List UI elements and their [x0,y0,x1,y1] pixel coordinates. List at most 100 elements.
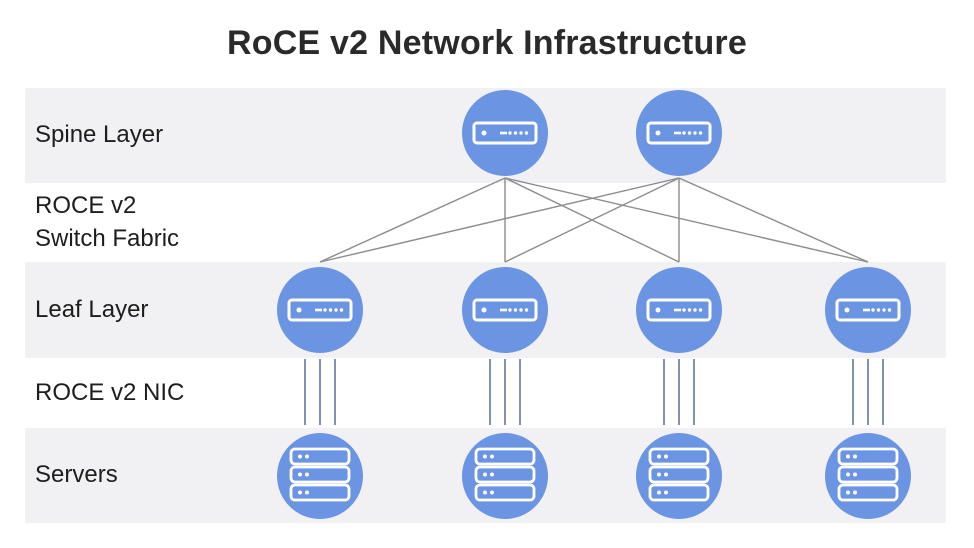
switch-port-dot [687,131,692,135]
server-unit [289,447,351,466]
server-unit [474,483,536,502]
server-led-dot [846,490,850,495]
switch-led-dot [655,307,661,313]
server-led-dot [657,490,661,495]
server-led-dot [664,490,668,495]
switch-port-dot [698,131,703,135]
switch-port-dash [674,131,681,135]
switch-port-dot [508,308,512,312]
switch-icon [472,298,538,322]
switch-port-dot [693,131,697,135]
server-unit [837,447,899,466]
switch-port-dot [323,308,327,312]
switch-port-dash [674,308,681,312]
switch-port-dot [887,308,892,312]
spine-leaf-link [504,177,680,263]
switch-port-dot [524,131,529,135]
server-unit [837,483,899,502]
spine-switch-node [462,90,548,176]
diagram-title: RoCE v2 Network Infrastructure [227,24,747,62]
switch-port-dot [519,308,523,312]
server-led-dot [298,454,302,459]
server-led-dot [664,454,668,459]
switch-led-dot [481,307,487,313]
node-circle [636,433,722,519]
switch-port-dot [693,308,697,312]
server-led-dot [846,454,850,459]
leaf-switch-node [277,267,363,353]
server-led-dot [657,472,661,477]
server-led-dot [305,454,309,459]
switch-icon [646,121,712,145]
server-unit [648,483,710,502]
node-circle [825,433,911,519]
switch-port-dot [682,308,686,312]
switch-icon [835,298,901,322]
spine-layer-label: Spine Layer [35,121,164,149]
switch-led-dot [481,130,487,136]
server-led-dot [490,490,494,495]
switch-port-dash [500,131,507,135]
leaf-server-links [304,359,884,425]
server-led-dot [664,472,668,477]
switch-port-dot [339,308,344,312]
switch-port-dot [334,308,338,312]
server-led-dot [483,472,487,477]
server-unit [648,447,710,466]
switch-port-dot [508,131,512,135]
switch-led-dot [655,130,661,136]
switch-port-dot [882,308,886,312]
roce-nic-label: ROCE v2 NIC [35,378,185,406]
switch-fabric-label: ROCE v2 Switch Fabric [35,192,180,252]
switch-port-dot [519,131,523,135]
server-unit [289,465,351,484]
server-node [825,433,911,519]
server-led-dot [305,490,309,495]
switch-port-dash [500,308,507,312]
server-led-dot [483,490,487,495]
switch-port-dot [328,308,333,312]
server-unit [648,465,710,484]
node-circle [277,433,363,519]
switch-port-dot [524,308,529,312]
switch-led-dot [844,307,850,313]
servers-label: Servers [35,461,118,489]
switch-port-dot [876,308,881,312]
spine-leaf-link [319,177,506,263]
spine-switch-node [636,90,722,176]
server-led-dot [853,454,857,459]
server-unit [474,447,536,466]
switch-port-dot [687,308,692,312]
server-led-dot [483,454,487,459]
switch-port-dash [863,308,870,312]
server-led-dot [298,490,302,495]
server-led-dot [298,472,302,477]
server-led-dot [853,490,857,495]
band-roce-nic: ROCE v2 NIC [25,358,946,428]
switch-port-dot [871,308,875,312]
server-unit [289,483,351,502]
band-switch-fabric: ROCE v2 Switch Fabric [25,183,946,262]
server-led-dot [490,472,494,477]
server-led-dot [490,454,494,459]
switch-port-dot [698,308,703,312]
leaf-switch-node [636,267,722,353]
server-unit [474,465,536,484]
server-led-dot [853,472,857,477]
server-node [636,433,722,519]
spine-leaf-link [504,177,869,263]
server-unit [837,465,899,484]
switch-led-dot [296,307,302,313]
server-node [277,433,363,519]
switch-icon [646,298,712,322]
server-led-dot [305,472,309,477]
switch-port-dash [315,308,322,312]
spine-leaf-link [319,177,680,263]
server-node [462,433,548,519]
switch-port-dot [513,308,518,312]
switch-port-dot [513,131,518,135]
server-led-dot [657,454,661,459]
switch-icon [472,121,538,145]
leaf-layer-label: Leaf Layer [35,295,149,323]
